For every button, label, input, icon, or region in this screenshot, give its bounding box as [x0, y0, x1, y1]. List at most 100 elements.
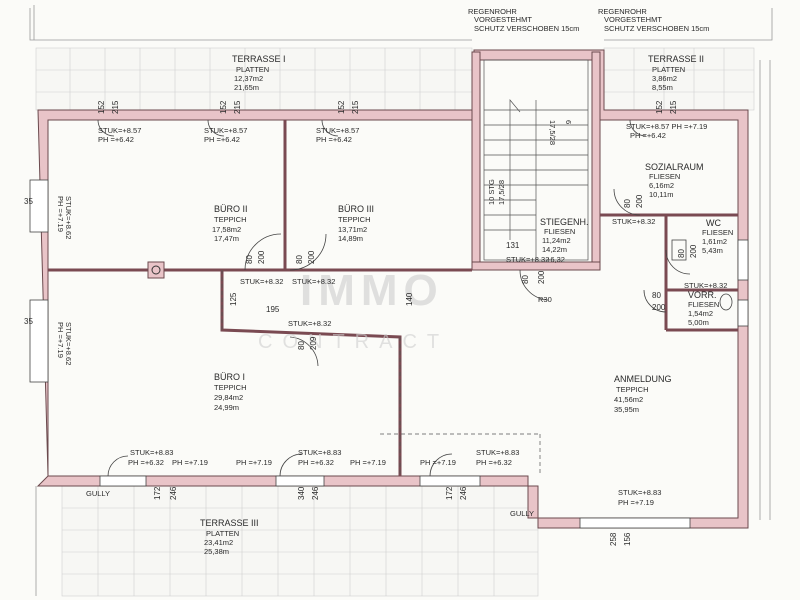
height-ph: PH =+7.19	[420, 458, 456, 467]
dim-label: 152	[219, 100, 228, 114]
dim-label: 140	[405, 292, 414, 306]
dim-label: 215	[669, 100, 678, 114]
dim-label: 200	[652, 303, 666, 312]
windows	[29, 179, 749, 529]
dim-label: 215	[233, 100, 242, 114]
height-ph: PH =+7.19	[56, 322, 65, 358]
room-name: BÜRO II	[214, 204, 248, 214]
height-stuk: STUK=+8.32	[684, 281, 727, 290]
dim-label: 200	[635, 194, 644, 208]
rain-pipe-note-left: REGENROHR VORGESTEHMT SCHUTZ VERSCHOBEN …	[468, 7, 579, 33]
height-stuk: STUK=+8.32	[612, 217, 655, 226]
room-perimeter: 25,38m	[204, 547, 229, 556]
room-floor: FLIESEN	[649, 172, 680, 181]
dim-label: 195	[266, 305, 280, 314]
room-buero-1: BÜRO I TEPPICH 29,84m2 24,99m	[214, 372, 247, 412]
room-anmeldung: ANMELDUNG TEPPICH 41,56m2 35,95m	[614, 374, 672, 414]
room-area: 41,56m2	[614, 395, 643, 404]
room-area: 17,58m2	[212, 225, 241, 234]
room-area: 13,71m2	[338, 225, 367, 234]
room-name: SOZIALRAUM	[645, 162, 704, 172]
height-ph: PH =+7.19	[172, 458, 208, 467]
room-name: STIEGENH.	[540, 217, 589, 227]
gully-label: GULLY	[86, 489, 110, 498]
room-floor: TEPPICH	[214, 215, 247, 224]
room-wc: WC FLIESEN 1,61m2 5,43m	[702, 218, 733, 255]
height-stuk: STUK=+8.32	[240, 277, 283, 286]
note-regenrohr-detail: VORGESTEHMT	[474, 15, 532, 24]
height-ph: PH =+7.19	[56, 196, 65, 232]
room-terrasse-2: TERRASSE II PLATTEN 3,86m2 8,55m	[648, 54, 704, 92]
room-floor: TEPPICH	[338, 215, 371, 224]
dim-label: 246	[459, 486, 468, 500]
height-stuk: STUK=+8.32	[292, 277, 335, 286]
terrace-grid-bottom	[61, 485, 539, 597]
dim-label: 80	[623, 199, 632, 208]
watermark-logo: IMMO	[300, 266, 444, 315]
height-ph: PH =+6.32	[476, 458, 512, 467]
dim-label: 200	[307, 250, 316, 264]
door-swings	[97, 119, 691, 477]
terrace-grid-top	[35, 47, 473, 111]
room-buero-3: BÜRO III TEPPICH 13,71m2 14,89m	[338, 204, 374, 243]
height-stuk: STUK=+8.57	[316, 126, 359, 135]
room-area: 11,24m2	[542, 236, 571, 245]
height-stuk: STUK=+8.83	[130, 448, 173, 457]
dim-label: 340	[297, 486, 306, 500]
dim-label: 215	[111, 100, 120, 114]
height-ph: PH =+7.19	[618, 498, 654, 507]
room-floor: TEPPICH	[616, 385, 649, 394]
stairs-count-top-label: 6	[564, 120, 573, 124]
room-level: +6,32	[546, 255, 565, 264]
wc-fixtures	[671, 239, 733, 311]
room-buero-2: BÜRO II TEPPICH 17,58m2 17,47m	[212, 204, 248, 243]
height-stuk: STUK=+8.62	[64, 196, 73, 239]
dim-label: 246	[311, 486, 320, 500]
room-floor: PLATTEN	[206, 529, 239, 538]
height-labels: STUK=+8.57 PH =+6.42 STUK=+8.57 PH =+6.4…	[56, 122, 727, 507]
height-stuk: STUK=+8.32	[288, 319, 331, 328]
height-ph: PH =+6.42	[98, 135, 134, 144]
room-area: 1,61m2	[702, 237, 727, 246]
dim-label: 172	[445, 486, 454, 500]
room-floor: FLIESEN	[702, 228, 733, 237]
dim-label: 80	[297, 341, 306, 350]
dim-label: 215	[351, 100, 360, 114]
height-ph: PH =+6.42	[316, 135, 352, 144]
height-stuk: STUK=+8.57	[204, 126, 247, 135]
room-perimeter: 35,95m	[614, 405, 639, 414]
room-floor: TEPPICH	[214, 383, 247, 392]
height-stuk: STUK=+8.83	[298, 448, 341, 457]
room-floor: FLIESEN	[688, 300, 719, 309]
room-name: BÜRO III	[338, 204, 374, 214]
room-name: TERRASSE II	[648, 54, 704, 64]
room-vorraum: VORR. FLIESEN 1,54m2 5,00m	[688, 290, 719, 327]
note-regenrohr-detail: SCHUTZ VERSCHOBEN 15cm	[604, 24, 709, 33]
stair-treads	[483, 59, 589, 261]
dim-label: 258	[609, 532, 618, 546]
dim-label: 200	[257, 250, 266, 264]
dim-label: 80	[652, 291, 661, 300]
stair-core	[471, 51, 601, 271]
fire-rating-label: R30	[538, 295, 552, 304]
note-regenrohr-detail: SCHUTZ VERSCHOBEN 15cm	[474, 24, 579, 33]
room-name: ANMELDUNG	[614, 374, 672, 384]
stairs-label: 10 STG	[487, 179, 496, 205]
room-name: VORR.	[688, 290, 717, 300]
dim-label: 209	[309, 336, 318, 350]
dashed-lines	[221, 270, 541, 476]
dim-label: 35	[24, 317, 33, 326]
room-perimeter: 24,99m	[214, 403, 239, 412]
room-perimeter: 17,47m	[214, 234, 239, 243]
stairs-ratio-top-label: 17,5/28	[548, 120, 557, 145]
dim-label: 152	[655, 100, 664, 114]
room-area: 12,37m2	[234, 74, 263, 83]
height-stuk: STUK=+8.32	[506, 255, 549, 264]
dim-label: 80	[295, 255, 304, 264]
dim-label: 131	[506, 241, 520, 250]
dim-label: 172	[153, 486, 162, 500]
room-perimeter: 14,22m	[542, 245, 567, 254]
height-ph: PH =+7.19	[236, 458, 272, 467]
dim-label: 200	[537, 270, 546, 284]
